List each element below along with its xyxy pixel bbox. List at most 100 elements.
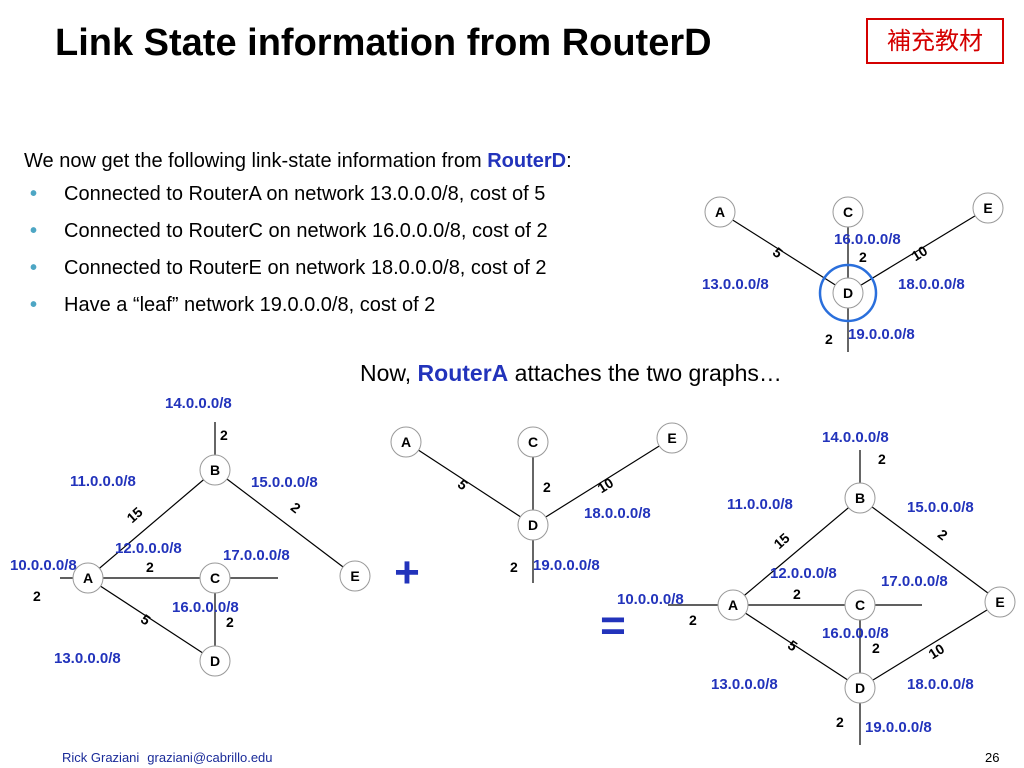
cost-label: 2 — [543, 479, 551, 495]
cost-label: 2 — [859, 249, 867, 265]
router-node — [199, 562, 231, 594]
plus-operator: + — [394, 548, 420, 597]
router-label: D — [210, 653, 220, 669]
cost-label: 2 — [872, 640, 880, 656]
cost-label: 10 — [925, 640, 947, 662]
router-node — [844, 589, 876, 621]
link-state-list: • Connected to RouterA on network 13.0.0.… — [30, 183, 548, 331]
network-label: 15.0.0.0/8 — [907, 499, 974, 516]
cost-label: 15 — [123, 504, 145, 526]
router-label: D — [855, 680, 865, 696]
footer-credit: Rick Graziani graziani@cabrillo.edu — [62, 750, 281, 765]
network-label: 11.0.0.0/8 — [70, 473, 136, 490]
network-label: 12.0.0.0/8 — [115, 540, 182, 557]
network-label: 18.0.0.0/8 — [898, 276, 965, 293]
supplement-badge: 補充教材 — [866, 18, 1004, 64]
network-label: 16.0.0.0/8 — [172, 599, 239, 616]
router-node — [717, 589, 749, 621]
link-a-d — [732, 604, 861, 689]
list-item: •Have a “leaf” network 19.0.0.0/8, cost … — [30, 294, 548, 331]
router-node — [844, 482, 876, 514]
cost-label: 2 — [878, 451, 886, 467]
network-label: 10.0.0.0/8 — [617, 591, 684, 608]
router-label: E — [667, 430, 676, 446]
network-label: 13.0.0.0/8 — [702, 276, 769, 293]
router-node — [984, 586, 1016, 618]
cost-label: 2 — [220, 427, 228, 443]
cost-label: 2 — [793, 586, 801, 602]
network-label: 17.0.0.0/8 — [881, 573, 948, 590]
router-label: E — [983, 200, 992, 216]
router-node — [656, 422, 688, 454]
router-label: B — [855, 490, 865, 506]
highlight-circle — [818, 263, 878, 323]
network-label: 13.0.0.0/8 — [54, 650, 121, 667]
router-label: E — [995, 594, 1004, 610]
footer-author: Rick Graziani — [62, 750, 140, 765]
link-a-d — [87, 577, 216, 662]
cost-label: 2 — [226, 614, 234, 630]
bullet-icon: • — [30, 257, 38, 279]
bullet-icon: • — [30, 183, 38, 205]
cost-label: 15 — [770, 530, 792, 552]
intro-text: We now get the following link-state info… — [24, 150, 572, 173]
diagram-middle: A C E D 18.0.0.0/8 19.0.0.0/8 5 2 10 2 — [390, 422, 688, 583]
network-label: 18.0.0.0/8 — [907, 676, 974, 693]
network-label: 15.0.0.0/8 — [251, 474, 318, 491]
bullet-icon: • — [30, 294, 38, 316]
cost-label: 2 — [836, 714, 844, 730]
network-label: 14.0.0.0/8 — [822, 429, 889, 446]
network-label: 16.0.0.0/8 — [834, 231, 901, 248]
network-label: 12.0.0.0/8 — [770, 565, 837, 582]
network-label: 18.0.0.0/8 — [584, 505, 651, 522]
list-item: • Connected to RouterE on network 18.0.0.… — [30, 257, 548, 294]
footer-email: graziani@cabrillo.edu — [147, 750, 273, 765]
network-label: 10.0.0.0/8 — [10, 557, 77, 574]
list-item: • Connected to RouterA on network 13.0.0.… — [30, 183, 548, 220]
router-label: D — [843, 285, 853, 301]
router-label: A — [728, 597, 738, 613]
router-node — [517, 509, 549, 541]
router-node — [390, 426, 422, 458]
router-label: C — [528, 434, 538, 450]
link-a-d — [719, 211, 849, 294]
page-number: 26 — [985, 750, 1000, 765]
cost-label: 5 — [785, 637, 801, 655]
router-node — [517, 426, 549, 458]
caption-prefix: Now, — [360, 360, 418, 386]
network-label: 14.0.0.0/8 — [165, 395, 232, 412]
network-label: 13.0.0.0/8 — [711, 676, 778, 693]
router-node — [832, 277, 864, 309]
link-b-a — [87, 469, 216, 579]
link-e-d — [859, 601, 1001, 689]
router-node — [199, 645, 231, 677]
router-node — [704, 196, 736, 228]
router-label: C — [843, 204, 853, 220]
page-title: Link State information from RouterD — [55, 22, 712, 64]
link-b-e — [859, 497, 1001, 603]
diagram-routerd: A C E D 16.0.0.0/8 13.0.0.0/8 18.0.0.0/8… — [702, 192, 1004, 352]
bullet-text: Connected to RouterA on network 13.0.0.0… — [64, 183, 546, 205]
router-label: C — [210, 570, 220, 586]
intro-router: RouterD — [487, 150, 567, 172]
router-node — [844, 672, 876, 704]
caption-suffix: attaches the two graphs… — [508, 360, 782, 386]
router-node — [199, 454, 231, 486]
attach-caption: Now, RouterA attaches the two graphs… — [360, 360, 782, 387]
cost-label: 2 — [33, 588, 41, 604]
network-label: 19.0.0.0/8 — [848, 326, 915, 343]
router-node — [339, 560, 371, 592]
router-label: C — [855, 597, 865, 613]
equals-operator: = — [600, 601, 626, 650]
bullet-text: Connected to RouterE on network 18.0.0.0… — [64, 257, 547, 279]
router-label: A — [715, 204, 725, 220]
cost-label: 2 — [146, 559, 154, 575]
network-label: 11.0.0.0/8 — [727, 496, 793, 513]
caption-router: RouterA — [417, 360, 509, 386]
link-e-d — [532, 437, 673, 526]
list-item: •Connected to RouterC on network 16.0.0.… — [30, 220, 548, 257]
bullet-icon: • — [30, 220, 38, 242]
router-label: B — [210, 462, 220, 478]
cost-label: 2 — [288, 499, 304, 517]
